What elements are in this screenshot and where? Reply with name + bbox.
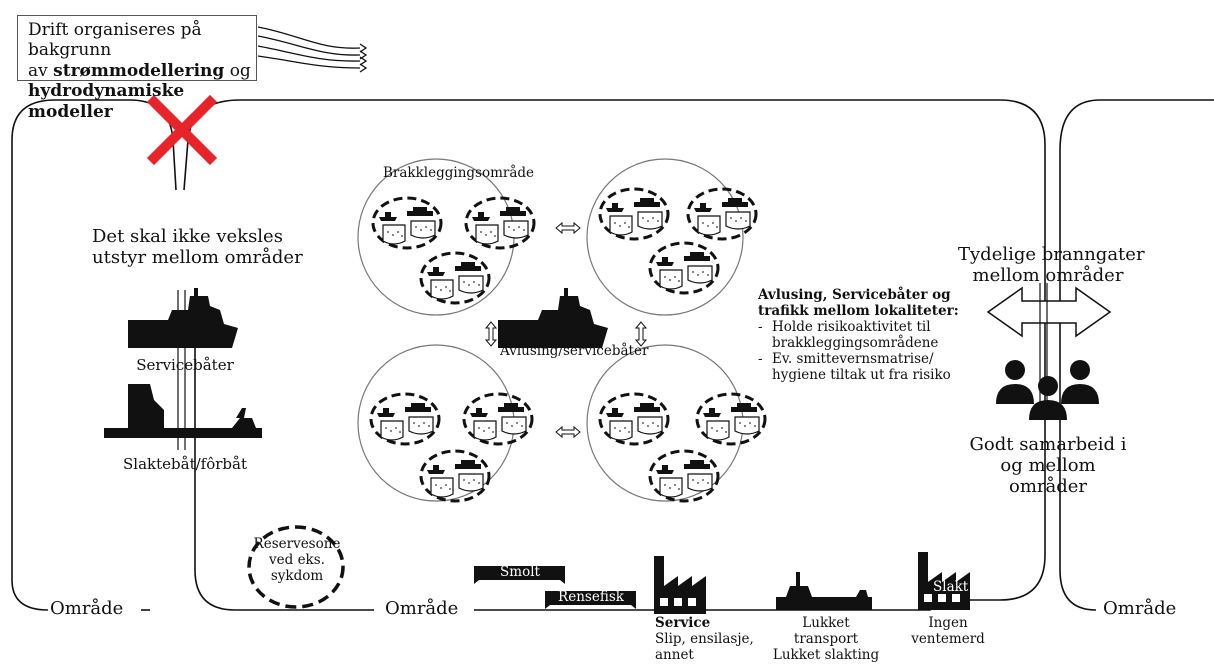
area-label-left: Område (50, 598, 124, 619)
delousing-boat-icon (498, 288, 608, 348)
no-wait-line-2: ventemerd (911, 630, 985, 647)
risk-item-1-line-2: brakkleggingsområdene (772, 334, 939, 351)
service-line-2: Slip, ensilasje, (655, 630, 754, 647)
note-line-3-bold: hydrodynamiske modeller (28, 81, 185, 122)
area-label-middle: Område (385, 598, 459, 619)
risk-item: Holde risikoaktivitet tilbrakkleggingsom… (758, 318, 959, 352)
note-line-2-post: og (224, 60, 251, 81)
reserve-line-3: sykdom (270, 567, 324, 584)
smolt-banner (474, 566, 565, 584)
no-exchange-line-1: Det skal ikke veksles (92, 226, 283, 247)
reserve-line-1: Reservesone (253, 536, 341, 552)
cooperation-text: Godt samarbeid i og mellom områder (966, 434, 1130, 498)
cleanerfish-banner (545, 591, 636, 609)
fallow-area-label: Brakkleggingsområde (383, 165, 535, 181)
small-double-arrows (484, 221, 648, 439)
firebreak-line-2: mellom områder (972, 265, 1124, 287)
risk-item-1-line-1: Holde risikoaktivitet til (772, 318, 931, 335)
strategy-note: Drift organiseres på bakgrunn av strømmo… (17, 15, 257, 122)
note-line-2-bold: strømmodellering (53, 60, 225, 81)
closed-transport-label: Lukket transport Lukket slakting (766, 615, 886, 664)
coop-line-2: og mellom (1000, 455, 1096, 477)
right-area-outline (1059, 99, 1214, 611)
risk-item: Ev. smittevernsmatrise/hygiene tiltak ut… (758, 350, 959, 384)
reserve-zone-circle (247, 525, 345, 609)
firebreak-line-1: Tydelige branngater (958, 244, 1145, 265)
no-exchange-cross-icon (146, 94, 218, 166)
no-exchange-line-2: utstyr mellom områder (92, 247, 303, 269)
left-area-outline (11, 99, 177, 611)
note-line-1: Drift organiseres på bakgrunn (28, 20, 202, 61)
closed-line-1: Lukket (802, 615, 850, 631)
reserve-line-2: ved eks. (269, 551, 325, 568)
service-label: Service Slip, ensilasje, annet (655, 615, 754, 664)
no-waiting-pen-label: Ingen ventemerd (900, 615, 996, 648)
service-boats-label: Servicebåter (136, 356, 234, 374)
cleanerfish-label: Rensefisk (558, 589, 624, 605)
risk-heading-line-2: trafikk mellom lokaliteter: (758, 302, 959, 319)
coop-line-3: områder (1008, 476, 1088, 498)
closed-line-2: transport (793, 630, 859, 647)
service-line-3: annet (655, 646, 694, 663)
smolt-label: Smolt (500, 564, 540, 580)
service-factory-icon (654, 556, 706, 614)
firebreak-text: Tydelige branngater mellom områder (958, 244, 1145, 287)
no-exchange-text: Det skal ikke veksles utstyr mellom områ… (92, 226, 303, 269)
no-wait-line-1: Ingen (928, 615, 968, 631)
closed-transport-boat-icon (776, 572, 872, 610)
risk-text-block: Avlusing, Servicebåter og trafikk mellom… (758, 287, 959, 384)
slaughter-factory-label: Slakt (933, 579, 969, 595)
coop-line-1: Godt samarbeid i (969, 434, 1127, 455)
delousing-label: Avlusing/servicebåter (500, 343, 649, 359)
slaughter-boat-label: Slaktebåt/fôrbåt (123, 455, 247, 473)
risk-list: Holde risikoaktivitet tilbrakkleggingsom… (758, 318, 959, 384)
reserve-zone-label: Reservesone ved eks. sykdom (252, 536, 342, 585)
risk-heading-line-1: Avlusing, Servicebåter og (758, 287, 951, 303)
closed-line-3: Lukket slakting (772, 646, 880, 663)
risk-item-2-line-2: hygiene tiltak ut fra risiko (772, 366, 951, 383)
current-lines-icon (257, 26, 368, 73)
slaughter-boat-icon (104, 384, 262, 438)
firebreak-arrow-icon (986, 283, 1112, 420)
area-label-right: Område (1103, 598, 1177, 619)
service-boat-icon (128, 288, 238, 348)
note-line-2-pre: av (28, 60, 54, 81)
risk-item-2-line-1: Ev. smittevernsmatrise/ (772, 350, 934, 367)
service-title: Service (655, 615, 711, 631)
